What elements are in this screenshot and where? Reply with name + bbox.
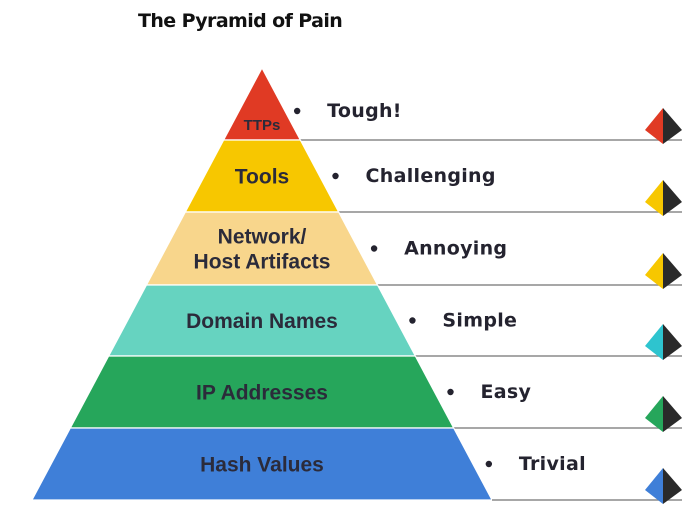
pyramid-tier: Network/Host Artifacts Annoying: [145, 211, 682, 289]
difficulty-label: Annoying: [404, 238, 507, 260]
pyramid-marker-icon: [645, 324, 682, 360]
pyramid-tier: Domain Names Simple: [107, 284, 682, 360]
tier-label: Domain Names: [186, 310, 338, 333]
tier-shape: [145, 211, 379, 286]
bullet-icon: [485, 460, 493, 468]
difficulty-label: Simple: [442, 310, 517, 332]
bullet-icon: [370, 245, 378, 252]
bullet-icon: [332, 172, 339, 180]
tier-label: Tools: [235, 165, 289, 188]
difficulty-label: Trivial: [519, 453, 586, 475]
pyramid-tier: IP Addresses Easy: [69, 355, 682, 432]
pyramid-marker-icon: [645, 468, 682, 504]
pyramid-marker-icon: [645, 396, 682, 432]
pyramid-marker-icon: [645, 253, 682, 289]
pyramid-marker-icon: [645, 108, 682, 144]
bullet-icon: [447, 388, 454, 396]
pyramid-marker-icon: [645, 180, 682, 216]
tier-label: Hash Values: [200, 453, 324, 476]
tier-label: Host Artifacts: [194, 250, 331, 273]
diagram-title: The Pyramid of Pain: [138, 10, 343, 32]
tier-label: Network/: [218, 225, 307, 248]
pyramid-tier: Tools Challenging: [184, 139, 682, 216]
pyramid-tier: Hash Values Trivial: [31, 427, 682, 504]
tier-label: IP Addresses: [196, 381, 328, 404]
bullet-icon: [409, 317, 416, 324]
tier-label: TTPs: [244, 117, 281, 134]
bullet-icon: [293, 107, 301, 115]
difficulty-label: Challenging: [366, 165, 496, 187]
pyramid-tier: TTPs Tough!: [222, 66, 682, 144]
difficulty-label: Easy: [481, 381, 532, 403]
difficulty-label: Tough!: [327, 100, 402, 122]
